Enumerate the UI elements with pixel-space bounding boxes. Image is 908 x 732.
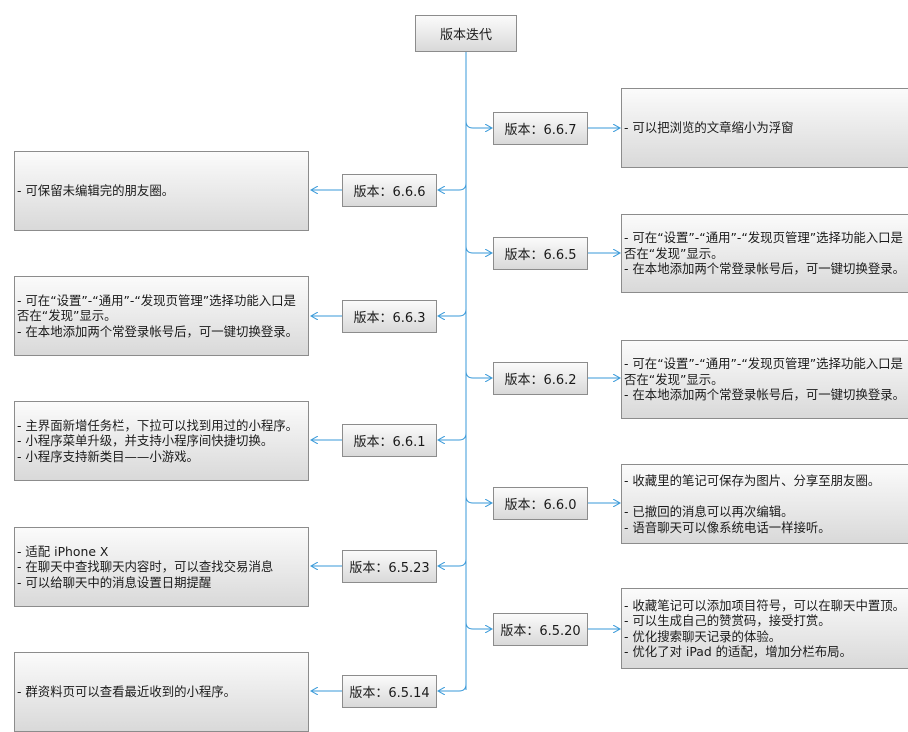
version-label: 版本：6.6.3 (353, 311, 426, 326)
branch-arrow-right-0 (465, 120, 492, 128)
version-label: 版本：6.5.23 (349, 561, 430, 576)
note-text: - 群资料页可以查看最近收到的小程序。 (17, 684, 237, 700)
version-label: 版本：6.6.2 (504, 373, 577, 388)
note-text: - 可在“设置”-“通用”-“发现页管理”选择功能入口是否在“发现”显示。 - … (17, 292, 299, 339)
version-node-left-2: 版本：6.6.1 (342, 424, 437, 457)
version-label: 版本：6.6.7 (504, 123, 577, 138)
note-text: - 收藏笔记可以添加项目符号，可以在聊天中置顶。 - 可以生成自己的赞赏码，接受… (624, 597, 906, 660)
version-node-left-0: 版本：6.6.6 (342, 174, 437, 207)
note-text: - 适配 iPhone X - 在聊天中查找聊天内容时，可以查找交易消息 - 可… (17, 543, 274, 590)
version-node-right-0: 版本：6.6.7 (493, 112, 588, 145)
note-box-left-0: - 可保留未编辑完的朋友圈。 (14, 151, 309, 231)
note-text: - 可在“设置”-“通用”-“发现页管理”选择功能入口是否在“发现”显示。 - … (624, 230, 906, 277)
version-node-left-3: 版本：6.5.23 (342, 550, 437, 583)
branch-arrow-right-3 (465, 495, 492, 503)
note-box-right-3: - 收藏里的笔记可保存为图片、分享至朋友圈。 - 已撤回的消息可以再次编辑。 -… (621, 464, 908, 544)
version-node-right-3: 版本：6.6.0 (493, 487, 588, 520)
root-label: 版本迭代 (439, 28, 492, 43)
branch-arrow-left-2 (438, 432, 467, 440)
version-node-left-4: 版本：6.5.14 (342, 675, 437, 708)
version-node-right-1: 版本：6.6.5 (493, 237, 588, 270)
note-text: - 可在“设置”-“通用”-“发现页管理”选择功能入口是否在“发现”显示。 - … (624, 356, 906, 403)
root-node: 版本迭代 (415, 15, 517, 52)
note-box-left-1: - 可在“设置”-“通用”-“发现页管理”选择功能入口是否在“发现”显示。 - … (14, 276, 309, 356)
version-label: 版本：6.6.6 (353, 185, 426, 200)
branch-arrow-left-0 (438, 182, 467, 190)
note-box-left-4: - 群资料页可以查看最近收到的小程序。 (14, 652, 309, 732)
note-box-right-2: - 可在“设置”-“通用”-“发现页管理”选择功能入口是否在“发现”显示。 - … (621, 340, 908, 419)
note-text: - 可以把浏览的文章缩小为浮窗 (624, 120, 794, 136)
note-box-right-1: - 可在“设置”-“通用”-“发现页管理”选择功能入口是否在“发现”显示。 - … (621, 214, 908, 293)
branch-arrow-right-4 (465, 621, 492, 629)
version-label: 版本：6.5.14 (349, 686, 430, 701)
note-box-right-0: - 可以把浏览的文章缩小为浮窗 (621, 88, 908, 168)
note-box-right-4: - 收藏笔记可以添加项目符号，可以在聊天中置顶。 - 可以生成自己的赞赏码，接受… (621, 588, 908, 669)
branch-arrow-left-1 (438, 308, 467, 316)
note-text: - 可保留未编辑完的朋友圈。 (17, 183, 175, 199)
note-box-left-2: - 主界面新增任务栏，下拉可以找到用过的小程序。 - 小程序菜单升级，并支持小程… (14, 401, 309, 481)
note-text: - 收藏里的笔记可保存为图片、分享至朋友圈。 - 已撤回的消息可以再次编辑。 -… (624, 473, 881, 535)
branch-arrow-right-1 (465, 245, 492, 253)
branch-arrow-left-4 (438, 683, 467, 691)
version-node-right-4: 版本：6.5.20 (493, 613, 588, 646)
branch-arrow-right-2 (465, 370, 492, 378)
version-label: 版本：6.6.5 (504, 248, 577, 263)
note-text: - 主界面新增任务栏，下拉可以找到用过的小程序。 - 小程序菜单升级，并支持小程… (17, 417, 299, 464)
version-label: 版本：6.6.1 (353, 435, 426, 450)
version-label: 版本：6.5.20 (500, 624, 581, 639)
branch-arrow-left-3 (438, 558, 467, 566)
version-node-right-2: 版本：6.6.2 (493, 362, 588, 395)
version-label: 版本：6.6.0 (504, 498, 577, 513)
note-box-left-3: - 适配 iPhone X - 在聊天中查找聊天内容时，可以查找交易消息 - 可… (14, 527, 309, 607)
version-node-left-1: 版本：6.6.3 (342, 300, 437, 333)
